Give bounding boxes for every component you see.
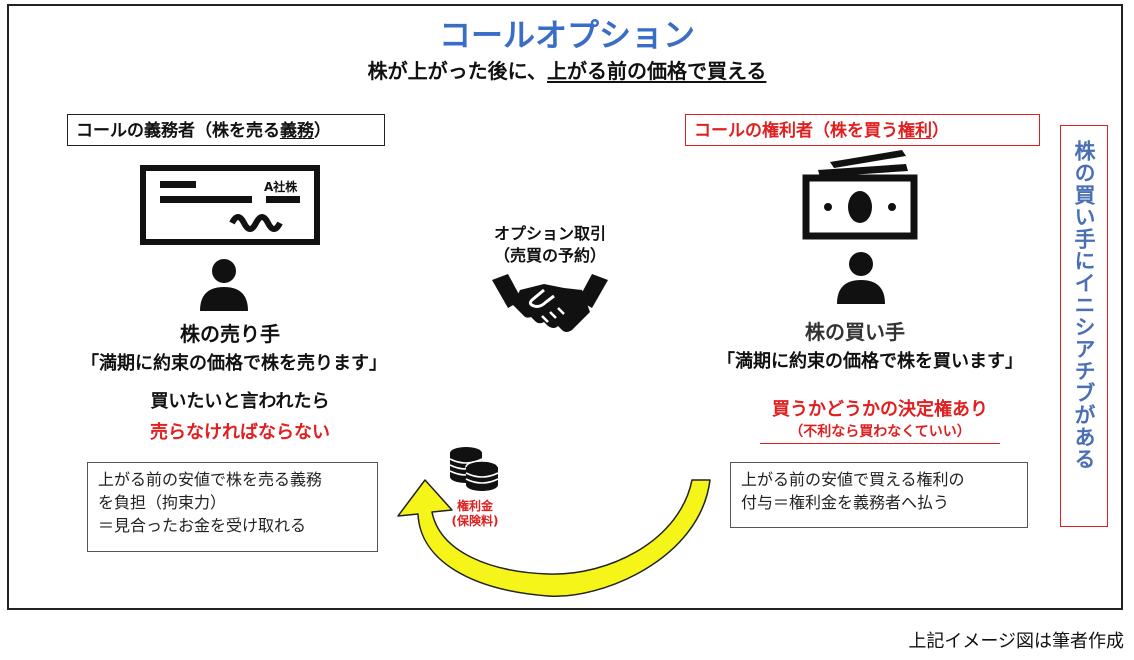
seller-condition: 買いたいと言われたら xyxy=(150,391,330,412)
buyer-description-line: 付与＝権利金を義務者へ払う xyxy=(741,493,950,512)
subtitle-part1: 株が上がった後に、 xyxy=(367,59,547,83)
seller-quote: 「満期に約束の価格で株を売ります」 xyxy=(81,353,387,374)
holder-role-end: ） xyxy=(932,121,949,141)
buyer-person-icon xyxy=(837,252,885,304)
seller-description-line: を負担（拘束力） xyxy=(98,493,227,512)
seller-person-icon xyxy=(200,259,248,311)
writer-role-end: ） xyxy=(314,121,331,141)
stock-certificate-icon: A社株 xyxy=(140,165,320,245)
holder-role-box: コールの権利者（株を買う権利） xyxy=(685,114,1040,146)
subtitle-part2: 上がる前の価格で買える xyxy=(547,59,767,83)
buyer-decision-right: 買うかどうかの決定権あり xyxy=(772,399,988,420)
certificate-label: A社株 xyxy=(264,179,298,194)
writer-role-text: コールの義務者（株を売る xyxy=(76,121,280,141)
seller-description-line: 上がる前の安値で株を売る義務 xyxy=(98,470,323,489)
buyer-description-box: 上がる前の安値で買える権利の 付与＝権利金を義務者へ払う xyxy=(730,462,1028,528)
option-trade-label: オプション取引 xyxy=(493,224,606,243)
coins-icon xyxy=(449,447,499,491)
seller-description-line: ＝見合ったお金を受け取れる xyxy=(98,516,307,535)
image-caption: 上記イメージ図は筆者作成 xyxy=(908,631,1124,652)
writer-role-underlined: 義務 xyxy=(280,121,314,141)
premium-sublabel: (保険料) xyxy=(451,514,499,528)
buyer-quote: 「満期に約束の価格で株を買います」 xyxy=(717,351,1023,372)
handshake-icon xyxy=(492,274,608,332)
writer-role-box: コールの義務者（株を売る義務） xyxy=(67,114,385,146)
buyer-name: 株の買い手 xyxy=(805,320,905,344)
option-trade-sublabel: （売買の予約） xyxy=(493,246,606,265)
initiative-note-box: 株の買い手にイニシアチブがある xyxy=(1060,125,1108,527)
premium-label: 権利金 xyxy=(456,499,493,513)
diagram-subtitle: 株が上がった後に、上がる前の価格で買える xyxy=(0,55,1134,84)
buyer-description-line: 上がる前の安値で買える権利の xyxy=(741,470,965,489)
seller-obligation: 売らなければならない xyxy=(150,422,330,443)
seller-description-box: 上がる前の安値で株を売る義務 を負担（拘束力） ＝見合ったお金を受け取れる xyxy=(87,462,378,552)
holder-role-underlined: 権利 xyxy=(898,121,932,141)
initiative-note: 株の買い手にイニシアチブがある xyxy=(1072,140,1096,470)
money-icon xyxy=(802,150,918,240)
diagram-title: コールオプション xyxy=(438,16,695,54)
holder-role-text: コールの権利者（株を買う xyxy=(694,121,898,141)
seller-name: 株の売り手 xyxy=(180,322,280,346)
buyer-decision-note: （不利なら買わなくていい） xyxy=(760,421,1000,444)
